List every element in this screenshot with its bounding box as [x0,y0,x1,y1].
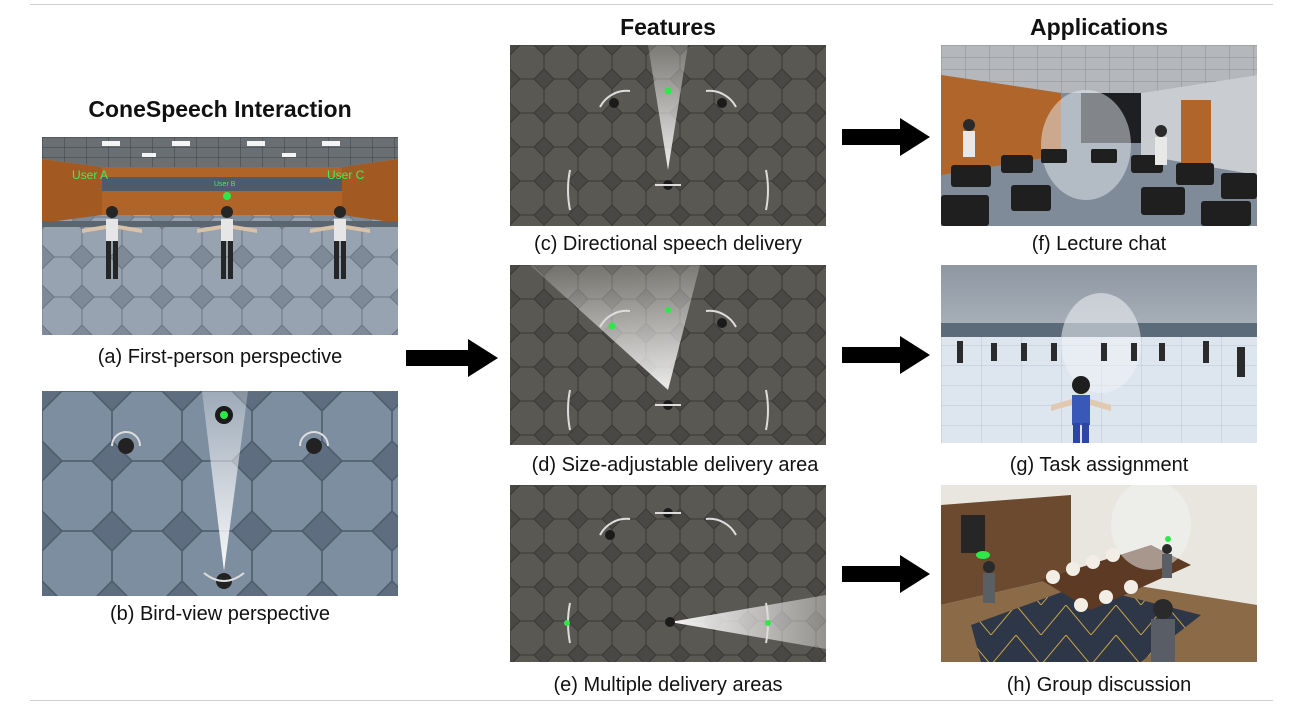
speaker-green-dot [223,192,231,200]
heading-features: Features [620,14,716,40]
figure-g-task-assignment [941,265,1257,443]
figure-f-lecture-chat [941,45,1257,226]
avatar-label-c: User C [327,168,365,182]
avatar-c [310,206,370,279]
figure-c-directional [510,45,826,226]
figure-b-bird-view [42,391,398,596]
caption-g: (g) Task assignment [1009,454,1189,476]
caption-d: (d) Size-adjustable delivery area [531,454,819,476]
caption-e: (e) Multiple delivery areas [553,674,783,696]
arrow-d-to-g [842,336,930,374]
bottom-rule [30,700,1273,701]
caption-f: (f) Lecture chat [1031,233,1167,255]
caption-b: (b) Bird-view perspective [109,603,331,625]
arrow-e-to-h [842,555,930,593]
avatar-a [82,206,142,279]
caption-h: (h) Group discussion [1006,674,1192,696]
figure-e-multiple-areas [510,485,826,662]
avatar-label-a: User A [72,168,108,182]
arrow-interaction-to-features [406,339,498,377]
avatar-label-b: User B [214,181,236,188]
figure-d-size-adjustable [510,265,826,445]
figure-h-group-discussion [941,485,1257,662]
arrow-c-to-f [842,118,930,156]
caption-c: (c) Directional speech delivery [534,233,802,255]
figure-a-first-person: User A User B User C [42,137,398,335]
caption-a: (a) First-person perspective [97,346,343,368]
heading-applications: Applications [1029,14,1168,40]
heading-interaction: ConeSpeech Interaction [88,96,352,122]
avatar-b [197,206,257,279]
top-rule [30,4,1273,5]
